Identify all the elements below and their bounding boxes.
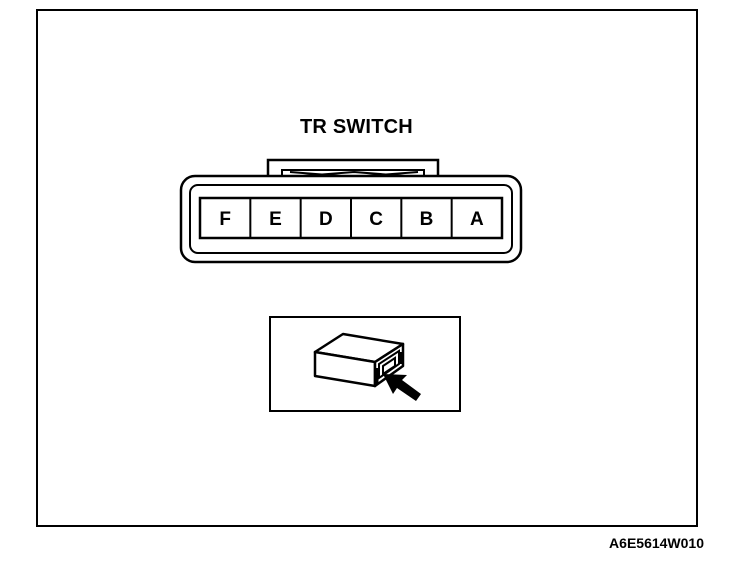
figure-code: A6E5614W010 xyxy=(609,535,704,551)
pin-label: D xyxy=(319,209,333,230)
connector-inner-rim xyxy=(189,184,513,254)
view-direction-arrow xyxy=(383,374,421,401)
pin-label: A xyxy=(470,209,484,230)
connector-pin-c: C xyxy=(350,198,383,238)
connector-pin-b: B xyxy=(400,198,434,238)
pin-label: C xyxy=(369,209,383,230)
connector-locking-tab xyxy=(266,158,440,178)
connector-view-icon xyxy=(313,332,421,401)
connector-pin-f: F xyxy=(219,209,231,230)
connector-pin-a: A xyxy=(450,198,484,238)
diagram-frame xyxy=(36,9,698,527)
connector-pin-d: D xyxy=(299,198,333,238)
pin-label: F xyxy=(219,209,231,230)
connector-title: TR SWITCH xyxy=(300,116,413,138)
pin-label: B xyxy=(420,209,434,230)
pin-label: E xyxy=(269,209,282,230)
connector-mating-face xyxy=(378,349,400,380)
connector-view-direction-inset xyxy=(269,316,461,412)
connector-pin-e: E xyxy=(249,198,282,238)
